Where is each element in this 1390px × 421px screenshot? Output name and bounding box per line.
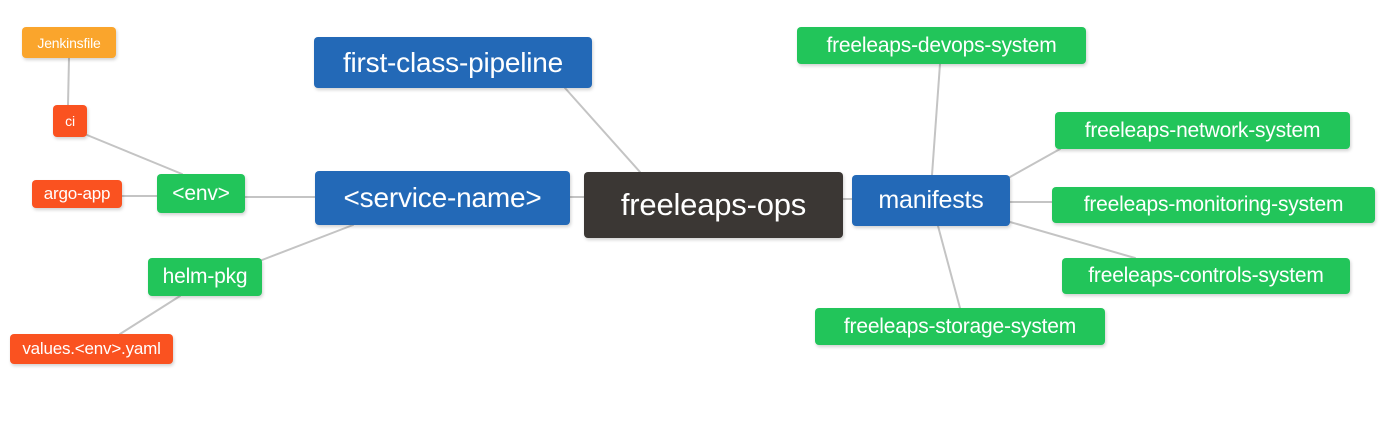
mindmap-node-env[interactable]: <env> <box>157 174 245 213</box>
edge-pipeline-to-root <box>564 87 641 173</box>
edge-values-to-helm <box>119 295 181 335</box>
mindmap-node-values[interactable]: values.<env>.yaml <box>10 334 173 364</box>
edge-controls-to-manifests <box>1009 221 1136 259</box>
mindmap-node-manifests[interactable]: manifests <box>852 175 1010 226</box>
mindmap-node-service[interactable]: <service-name> <box>315 171 570 225</box>
mindmap-node-jenkinsfile[interactable]: Jenkinsfile <box>22 27 116 58</box>
edge-helm-to-service <box>261 224 354 261</box>
edge-network-to-manifests <box>1009 148 1061 178</box>
mindmap-node-root[interactable]: freeleaps-ops <box>584 172 843 238</box>
mindmap-node-monitoring[interactable]: freeleaps-monitoring-system <box>1052 187 1375 223</box>
mindmap-node-devops[interactable]: freeleaps-devops-system <box>797 27 1086 64</box>
edge-devops-to-manifests <box>931 63 941 176</box>
mindmap-node-ci[interactable]: ci <box>53 105 87 137</box>
edge-ci-to-env <box>86 134 183 175</box>
mindmap-node-network[interactable]: freeleaps-network-system <box>1055 112 1350 149</box>
mindmap-node-helm[interactable]: helm-pkg <box>148 258 262 296</box>
mindmap-node-pipeline[interactable]: first-class-pipeline <box>314 37 592 88</box>
edge-storage-to-manifests <box>937 225 961 309</box>
edge-jenkinsfile-to-ci <box>67 57 70 106</box>
mindmap-node-argoapp[interactable]: argo-app <box>32 180 122 208</box>
mindmap-node-controls[interactable]: freeleaps-controls-system <box>1062 258 1350 294</box>
mindmap-node-storage[interactable]: freeleaps-storage-system <box>815 308 1105 345</box>
